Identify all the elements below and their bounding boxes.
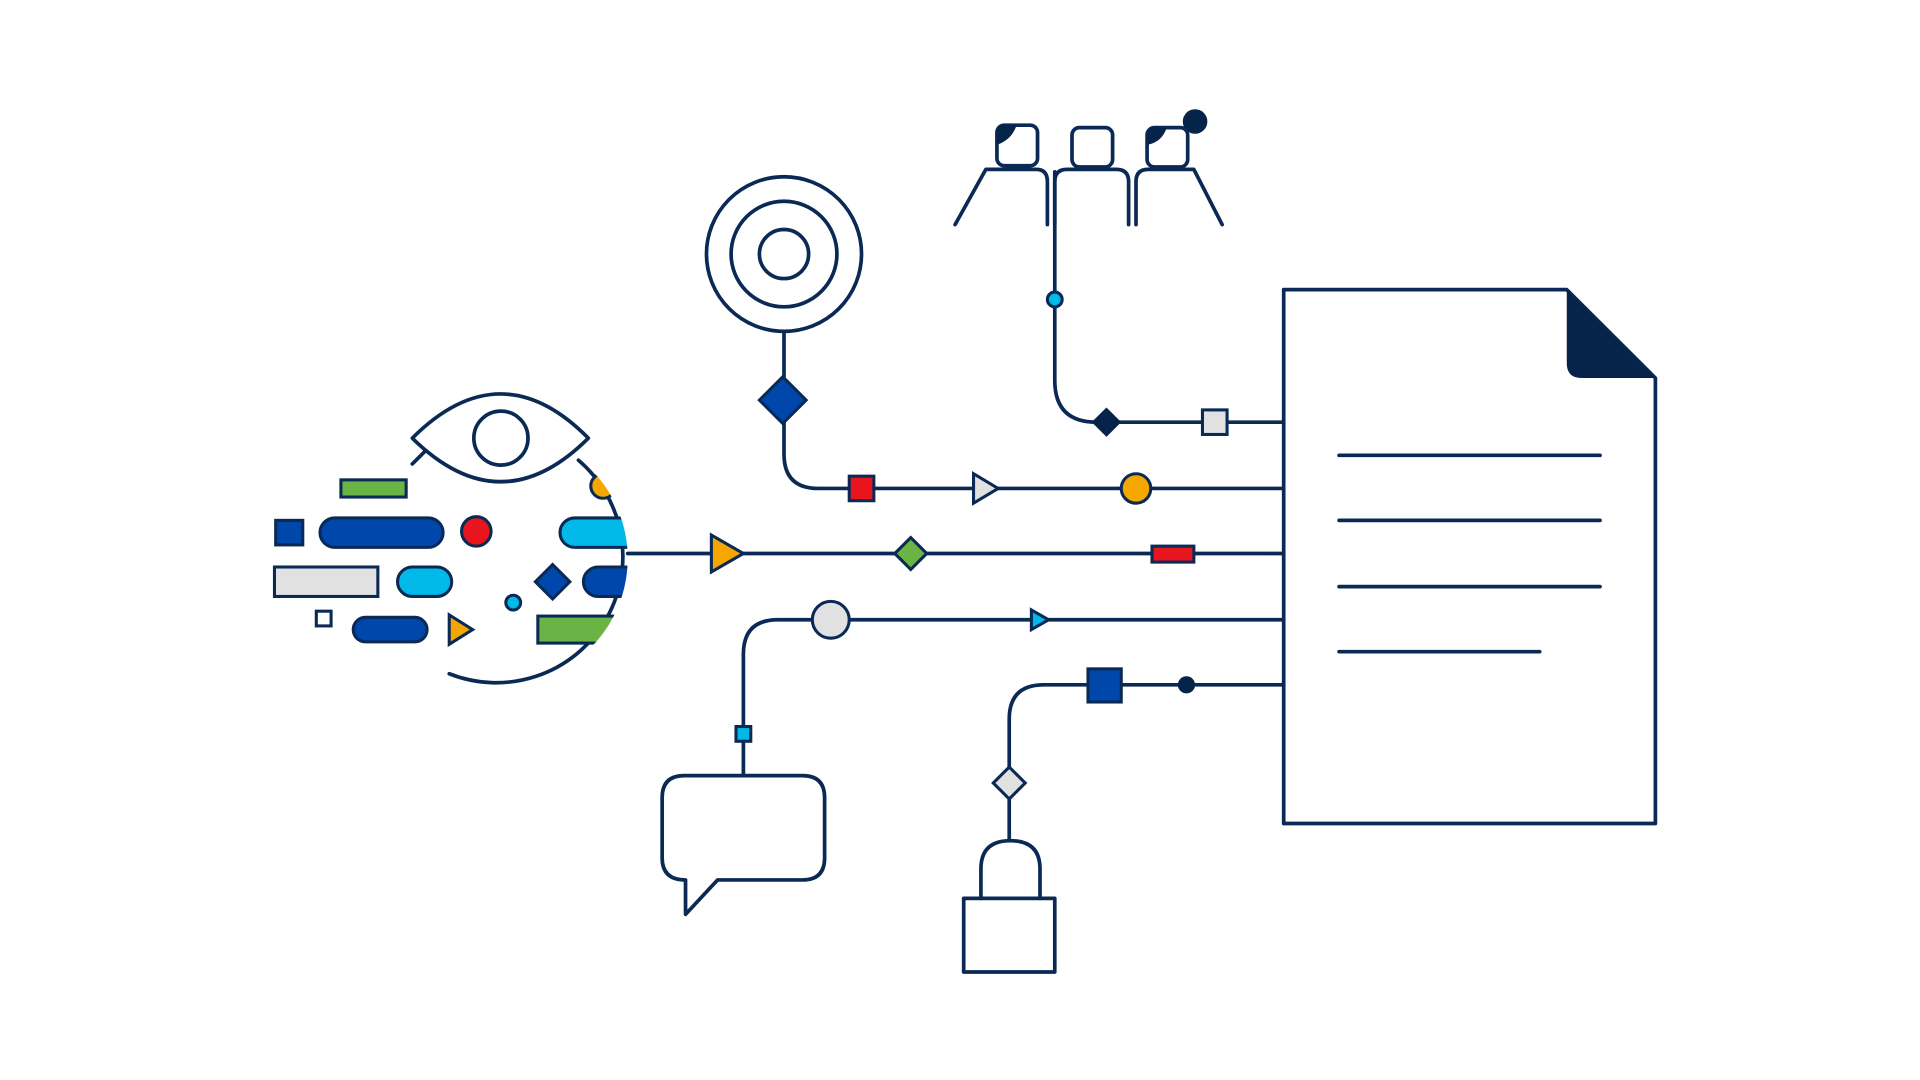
people-icon <box>953 123 1224 227</box>
document-icon <box>1281 287 1658 826</box>
lock-icon <box>961 838 1057 974</box>
data-circle-icon <box>272 449 628 685</box>
flow-markers <box>709 109 1229 802</box>
connector-lines <box>625 169 1286 843</box>
speech-bubble-icon <box>660 773 827 917</box>
eye-icon <box>410 392 591 484</box>
target-icon <box>704 174 864 334</box>
